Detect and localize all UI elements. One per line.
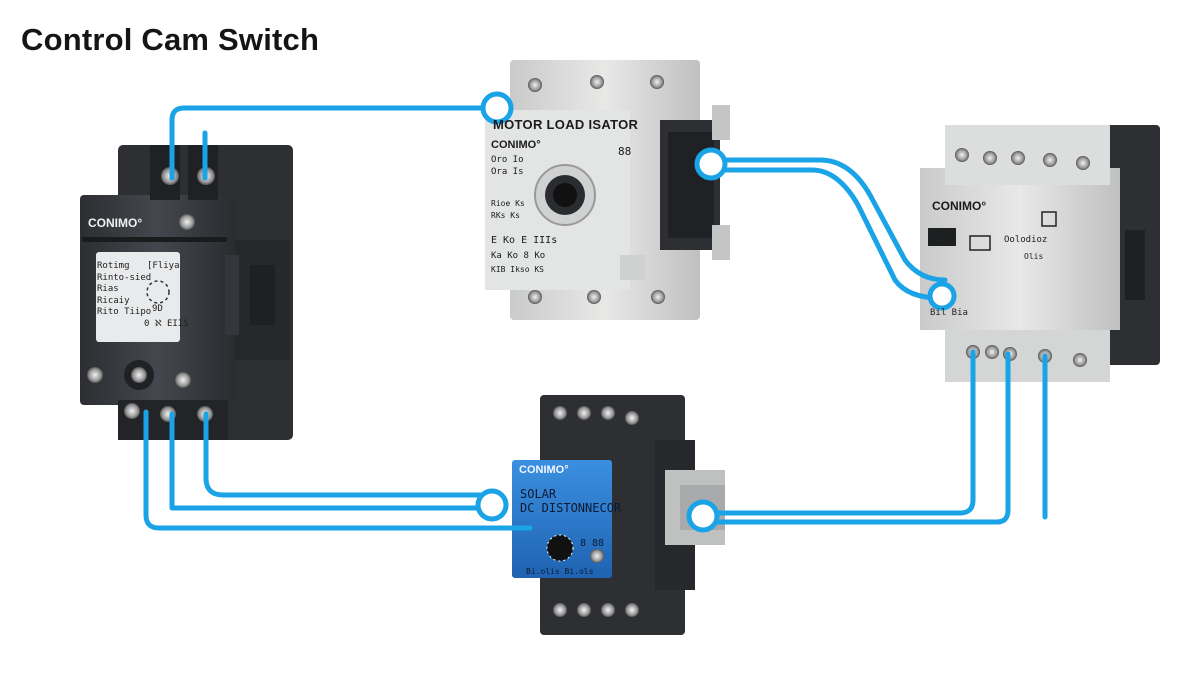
isolator-number: 88 — [618, 145, 632, 158]
isolator-brand: CONIMO° — [491, 139, 541, 151]
isolator-line: KIB Ikso KS — [491, 265, 544, 274]
wire-a-to-d-2 — [169, 411, 495, 511]
isolator-line: RKs Ks — [491, 211, 520, 220]
disconnector-line2: DC DISTONNECOR — [520, 501, 622, 515]
wire-a-to-d-3 — [203, 411, 495, 498]
wire-b-to-c-2 — [707, 167, 943, 301]
contactor-side-text: Oolodioz — [1004, 235, 1048, 245]
breaker-line: Rotimg — [97, 261, 130, 271]
isolator-line: Oro Io — [491, 155, 524, 165]
breaker-line: Rinto-sied — [97, 272, 152, 283]
disconnector-brand: CONIMO° — [519, 464, 569, 476]
wire-a-to-b — [169, 105, 500, 181]
terminal-ring — [480, 91, 514, 125]
breaker-right-mid: 9D — [152, 304, 163, 314]
isolator-line: E Ko E IIIs — [491, 235, 558, 246]
isolator-line: Rioe Ks — [491, 199, 525, 208]
breaker-label-lines: Rotimg Rinto-sied Rias Ricaiy Rito Tiipo — [97, 261, 151, 319]
contactor-small-text: Olis — [1024, 252, 1044, 261]
isolator-line: Ka Ko 8 Ko — [491, 251, 546, 261]
disconnector-sub: Bi.olis Bi.ols — [526, 567, 594, 576]
breaker-bottom-codes: 0 ℵ EIIS — [144, 319, 189, 329]
isolator-device — [485, 60, 730, 320]
terminal-ring — [686, 499, 720, 533]
breaker-line: Rias — [97, 284, 119, 294]
breaker-right-text: [Fliya — [147, 261, 180, 271]
disconnector-number: 8 88 — [580, 538, 605, 549]
contactor-bottom-label: Bil Bia — [930, 308, 968, 318]
breaker-device — [80, 145, 293, 440]
terminal-ring — [475, 488, 509, 522]
isolator-line: Ora Is — [491, 167, 524, 177]
breaker-line: Ricaiy — [97, 295, 130, 306]
wire-a-to-d-1 — [143, 409, 533, 531]
contactor-device — [920, 125, 1160, 382]
breaker-line: Rito Tiipo — [97, 307, 152, 317]
wire-d-to-c-1 — [702, 349, 976, 516]
terminal-ring — [694, 147, 728, 181]
contactor-brand: CONIMO° — [932, 199, 987, 213]
page-title: Control Cam Switch — [21, 22, 320, 57]
terminal-ring — [927, 281, 957, 311]
breaker-brand: CONIMO° — [88, 216, 143, 230]
disconnector-line1: SOLAR — [520, 487, 557, 501]
wire-b-to-c-1 — [707, 157, 948, 283]
isolator-title: MOTOR LOAD ISATOR — [493, 117, 639, 132]
wire-d-to-c-2 — [702, 351, 1011, 525]
